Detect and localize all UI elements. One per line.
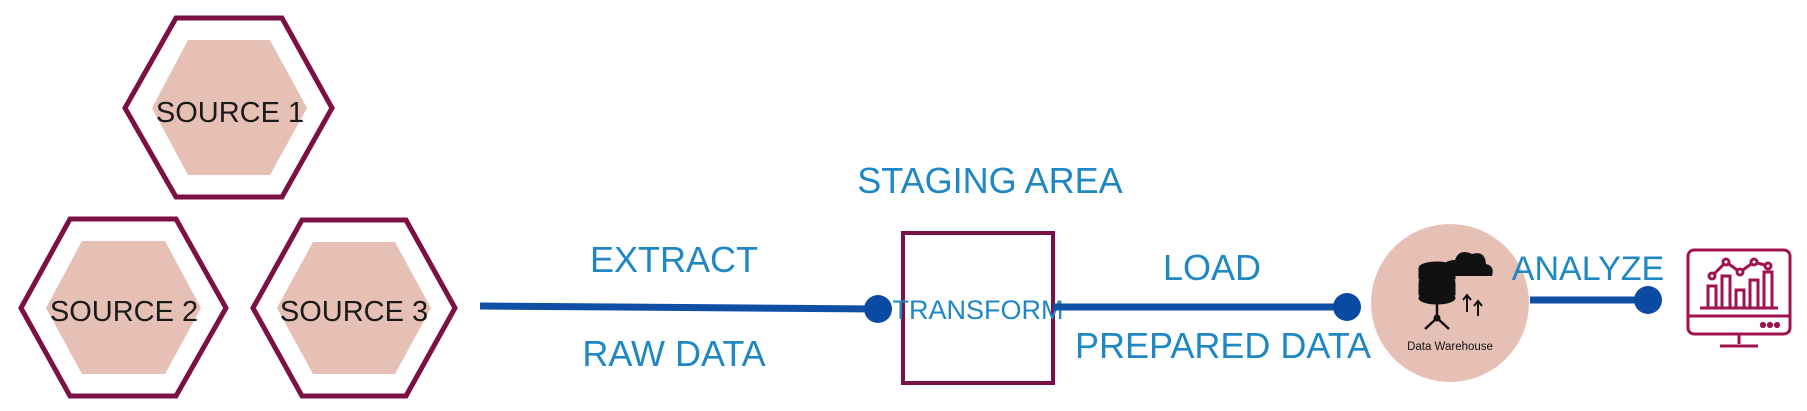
source-1-label: SOURCE 1 bbox=[156, 97, 304, 129]
staging-area-label: STAGING AREA bbox=[857, 160, 1122, 201]
analyze-connector bbox=[1530, 286, 1662, 314]
load-endpoint-dot bbox=[1333, 293, 1361, 321]
data-warehouse-node: Data Warehouse bbox=[1371, 224, 1529, 382]
prepared-data-label: PREPARED DATA bbox=[1075, 325, 1371, 366]
analyze-label: ANALYZE bbox=[1512, 250, 1664, 288]
transform-label: TRANSFORM bbox=[893, 295, 1064, 325]
extract-endpoint-dot bbox=[864, 295, 892, 323]
data-warehouse-label: Data Warehouse bbox=[1407, 341, 1493, 353]
source-3-node: SOURCE 3 bbox=[250, 217, 458, 399]
database-cloud-icon bbox=[1418, 252, 1493, 330]
analyze-endpoint-dot bbox=[1634, 286, 1662, 314]
extract-label: EXTRACT bbox=[590, 239, 758, 280]
source-3-label: SOURCE 3 bbox=[280, 296, 428, 328]
analytics-monitor-icon bbox=[1686, 248, 1792, 348]
source-2-label: SOURCE 2 bbox=[50, 296, 198, 328]
extract-connector bbox=[479, 295, 892, 323]
load-label: LOAD bbox=[1163, 247, 1261, 288]
source-1-node: SOURCE 1 bbox=[122, 15, 335, 200]
transform-box: TRANSFORM bbox=[893, 231, 1064, 385]
source-2-node: SOURCE 2 bbox=[18, 216, 229, 399]
load-connector bbox=[1053, 293, 1361, 321]
raw-data-label: RAW DATA bbox=[582, 333, 765, 374]
